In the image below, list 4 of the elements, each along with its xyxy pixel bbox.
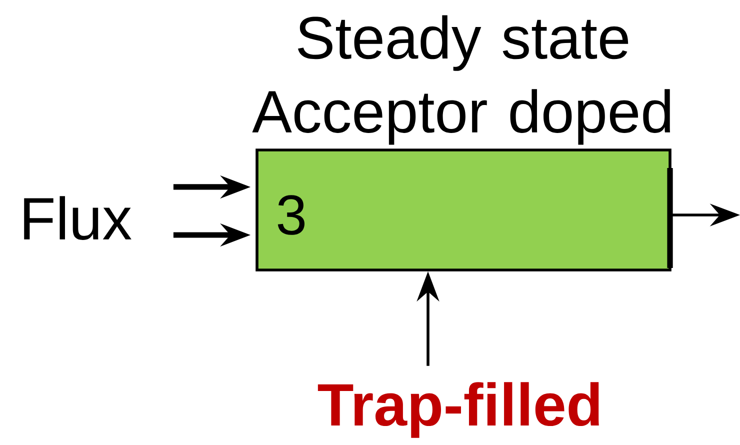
input-label: Flux: [24, 196, 132, 240]
box-number: 3: [278, 195, 304, 235]
condition-label: Trap-filled: [318, 382, 599, 438]
heading: Steady state Acceptor doped: [252, 15, 670, 145]
